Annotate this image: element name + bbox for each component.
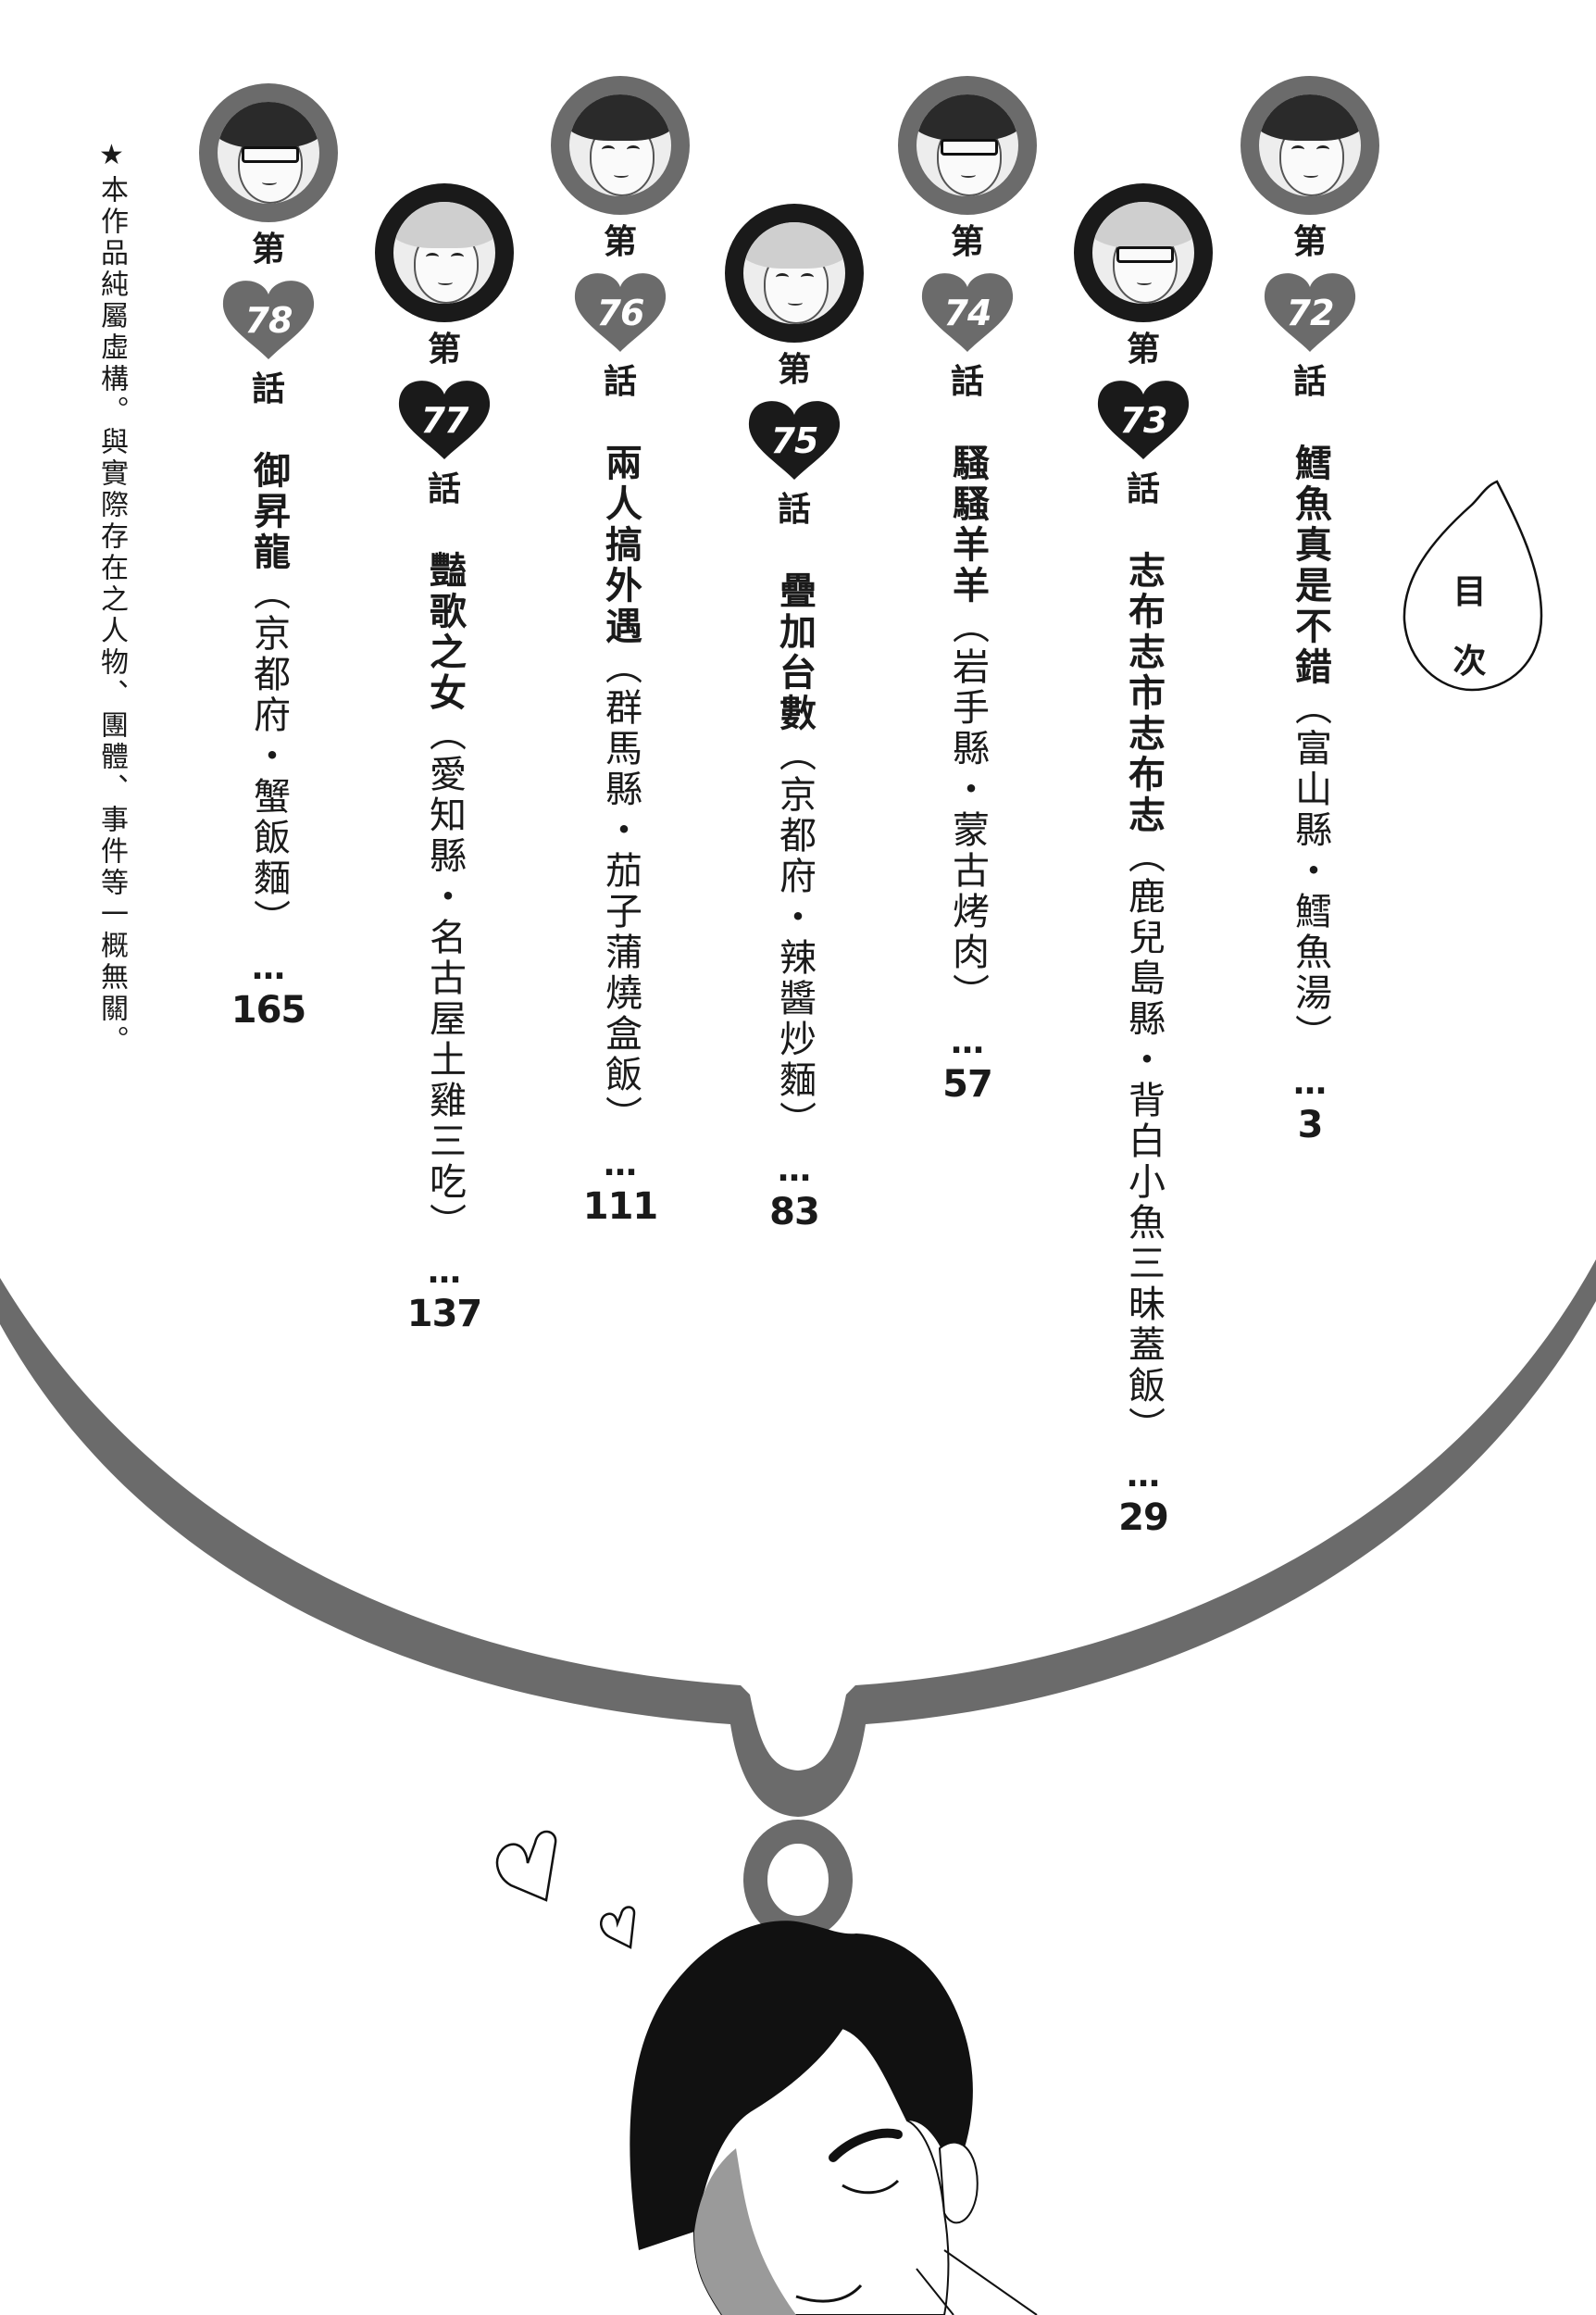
leader-dots: …	[1124, 1457, 1163, 1495]
episode-number: 73	[1119, 400, 1168, 441]
heart-badge-icon: 77	[393, 374, 495, 462]
ep-suffix: 話	[1292, 363, 1327, 401]
toc-entry-74[interactable]: 第 74 話 騷騷羊羊 （岩手縣・蒙古烤肉） … 57	[884, 76, 1051, 1106]
heart-badge-icon: 78	[218, 274, 319, 362]
portrait-ep74	[898, 76, 1037, 215]
page-number: 83	[769, 1191, 820, 1233]
episode-title: 豔歌之女	[423, 551, 466, 714]
toc-entry-76[interactable]: 第 76 話 兩人搞外遇 （群馬縣・茄子蒲燒盒飯） … 111	[537, 76, 704, 1228]
ep-prefix: 第	[777, 351, 811, 389]
toc-entry-73[interactable]: 第 73 話 志布志市志布志 （鹿兒島縣・背白小魚三昧蓋飯） … 29	[1060, 183, 1227, 1539]
episode-title: 志布志市志布志	[1122, 551, 1165, 836]
heart-badge-icon: 73	[1092, 374, 1194, 462]
ep-suffix: 話	[427, 470, 461, 508]
leader-dots: …	[1291, 1064, 1329, 1102]
toc-title-char-2: 次	[1453, 643, 1487, 681]
leader-dots: …	[948, 1023, 987, 1061]
toc-entry-78[interactable]: 第 78 話 御昇龍 （京都府・蟹飯麵） … 165	[185, 83, 352, 1032]
page-number: 165	[231, 989, 306, 1032]
episode-number: 74	[943, 293, 992, 333]
episode-number: 78	[244, 300, 293, 341]
ep-prefix: 第	[427, 331, 461, 369]
page-number: 3	[1297, 1104, 1324, 1146]
episode-subtitle: （岩手縣・蒙古烤肉）	[946, 607, 989, 1014]
ep-prefix: 第	[1126, 331, 1160, 369]
episode-subtitle: （鹿兒島縣・背白小魚三昧蓋飯）	[1122, 836, 1165, 1447]
smiling-man-illustration	[630, 1921, 1038, 2315]
portrait-ep72	[1241, 76, 1379, 215]
leader-dots: …	[775, 1151, 814, 1189]
leader-dots: …	[425, 1253, 464, 1291]
episode-subtitle: （富山縣・鱈魚湯）	[1289, 688, 1331, 1055]
episode-title: 騷騷羊羊	[946, 444, 989, 607]
portrait-ep78	[199, 83, 338, 222]
heart-badge-icon: 76	[569, 267, 671, 355]
toc-entry-77[interactable]: 第 77 話 豔歌之女 （愛知縣・名古屋土雞三吃） … 137	[361, 183, 528, 1335]
mokuji-title-badge: 目 次	[1393, 477, 1546, 694]
portrait-ep73	[1074, 183, 1213, 322]
portrait-ep75	[725, 204, 864, 343]
fiction-disclaimer: ★本作品純屬虛構。與實際存在之人物、團體、事件等一概無關。	[95, 139, 128, 1057]
page-number: 111	[582, 1185, 658, 1228]
portrait-ep76	[551, 76, 690, 215]
ep-suffix: 話	[251, 370, 285, 408]
toc-entry-75[interactable]: 第 75 話 疊加台數 （京都府・辣醬炒麵） … 83	[711, 204, 878, 1233]
episode-subtitle: （愛知縣・名古屋土雞三吃）	[423, 714, 466, 1244]
episode-subtitle: （京都府・辣醬炒麵）	[773, 734, 816, 1142]
heart-badge-icon: 75	[743, 394, 845, 482]
outline-heart-small-icon	[600, 1906, 636, 1949]
ep-suffix: 話	[950, 363, 984, 401]
episode-title: 疊加台數	[773, 571, 816, 734]
ep-suffix: 話	[603, 363, 637, 401]
episode-title: 兩人搞外遇	[599, 444, 642, 647]
episode-subtitle: （京都府・蟹飯麵）	[247, 573, 290, 940]
heart-badge-icon: 74	[916, 267, 1018, 355]
toc-entry-72[interactable]: 第 72 話 鱈魚真是不錯 （富山縣・鱈魚湯） … 3	[1227, 76, 1393, 1146]
episode-title: 鱈魚真是不錯	[1289, 444, 1331, 688]
page-number: 137	[406, 1293, 482, 1335]
episode-number: 76	[596, 293, 645, 333]
episode-subtitle: （群馬縣・茄子蒲燒盒飯）	[599, 647, 642, 1136]
ep-suffix: 話	[1126, 470, 1160, 508]
page-number: 57	[942, 1063, 993, 1106]
outline-heart-icon	[495, 1830, 557, 1902]
leader-dots: …	[249, 949, 288, 987]
episode-number: 75	[770, 420, 819, 461]
ep-prefix: 第	[251, 231, 285, 269]
ep-prefix: 第	[603, 223, 637, 261]
leader-dots: …	[601, 1145, 640, 1183]
episode-number: 72	[1286, 293, 1335, 333]
episode-title: 御昇龍	[247, 451, 290, 573]
toc-title-char-1: 目	[1453, 573, 1487, 611]
ep-suffix: 話	[777, 491, 811, 529]
portrait-ep77	[375, 183, 514, 322]
page-number: 29	[1118, 1496, 1169, 1539]
episode-number: 77	[420, 400, 469, 441]
ep-prefix: 第	[950, 223, 984, 261]
heart-badge-icon: 72	[1259, 267, 1361, 355]
ep-prefix: 第	[1292, 223, 1327, 261]
